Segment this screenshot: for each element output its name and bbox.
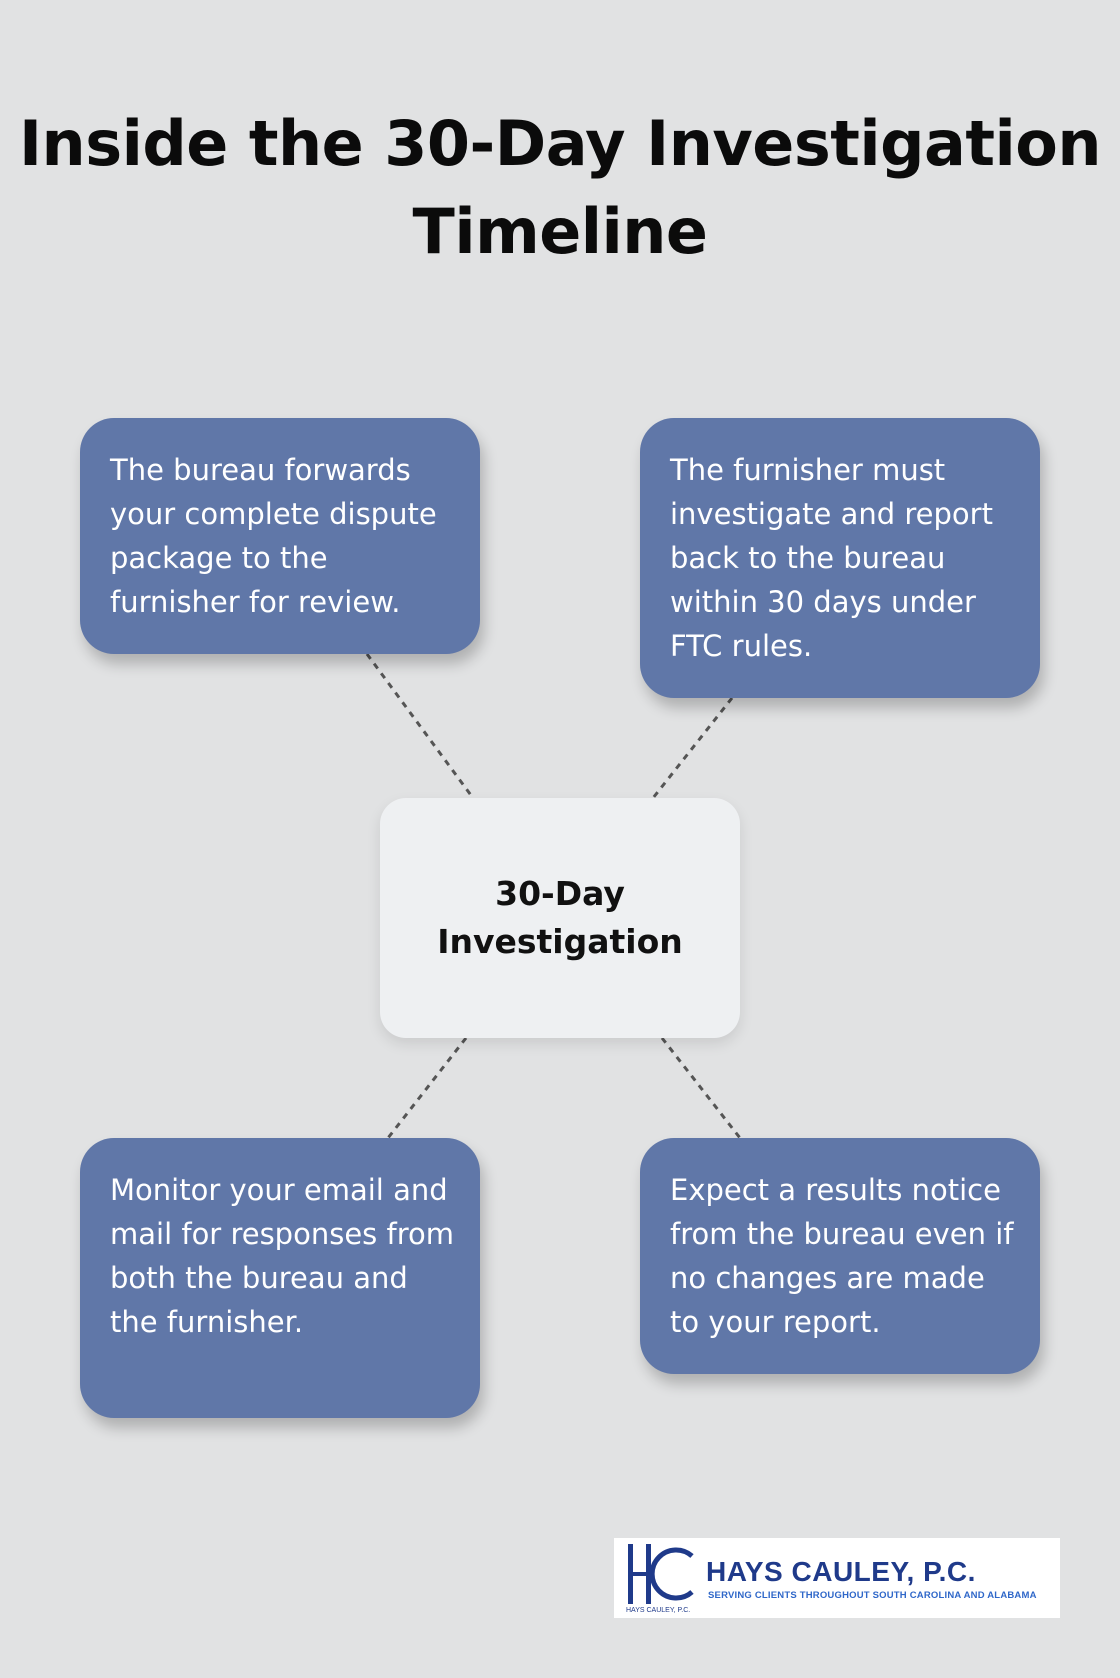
logo-name: HAYS CAULEY, P.C. [706,1556,976,1587]
step-card-bottom-left: Monitor your email and mail for response… [80,1138,480,1418]
step-card-text: The furnisher must investigate and repor… [670,453,993,663]
connector-top-right [651,697,734,799]
step-card-text: The bureau forwards your complete disput… [110,453,437,619]
step-card-text: Expect a results notice from the bureau … [670,1173,1014,1339]
hc-monogram-icon [628,1544,694,1604]
page-title: Inside the 30-Day Investigation Timeline [18,107,1102,268]
step-card-bottom-right: Expect a results notice from the bureau … [640,1138,1040,1374]
step-card-text: Monitor your email and mail for response… [110,1173,454,1339]
logo-small-text: HAYS CAULEY, P.C. [626,1607,691,1614]
logo-tagline: SERVING CLIENTS THROUGHOUT SOUTH CAROLIN… [708,1590,1037,1601]
connector-bottom-left [386,1037,468,1139]
step-card-top-left: The bureau forwards your complete disput… [80,418,480,654]
connector-bottom-right [660,1037,742,1139]
center-node-label: 30-Day Investigation [437,874,683,961]
step-card-top-right: The furnisher must investigate and repor… [640,418,1040,698]
center-node: 30-Day Investigation [380,798,740,1038]
connector-top-left [365,653,475,799]
company-logo: HAYS CAULEY, P.C. SERVING CLIENTS THROUG… [614,1538,1060,1618]
